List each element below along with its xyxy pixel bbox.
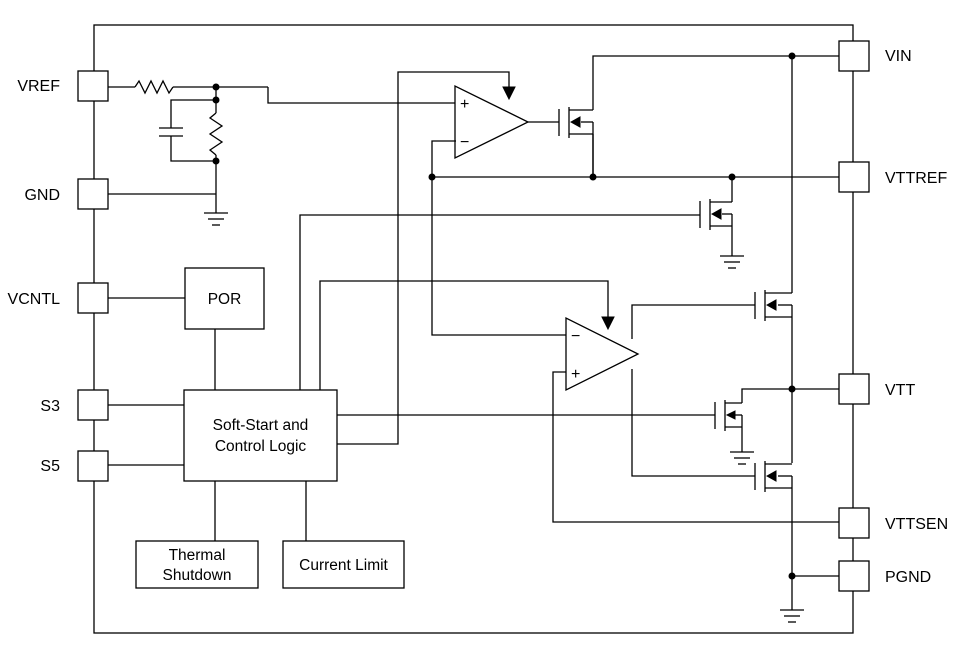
ground-symbol (204, 212, 228, 226)
ic-outline (93, 24, 854, 634)
vtt-high-side-transistor (754, 290, 792, 321)
vtt-discharge-transistor (714, 388, 839, 465)
pin-vtt: VTT (838, 373, 915, 405)
vttref-pass-transistor (558, 107, 593, 138)
thermal-shutdown-label-line2: Shutdown (163, 567, 232, 584)
pin-vttref: VTTREF (838, 161, 947, 193)
pin-gnd-label: GND (24, 187, 60, 204)
por-block (184, 267, 265, 330)
pin-vcntl-label: VCNTL (8, 291, 61, 308)
control-logic-label-line2: Control Logic (215, 438, 307, 455)
reference-divider (108, 79, 268, 226)
resistor-series (134, 79, 174, 95)
vttref-amplifier: + − (454, 84, 530, 160)
amp2-minus-sign: − (571, 328, 580, 345)
ground-symbol (720, 255, 744, 269)
pin-vin-label: VIN (885, 48, 912, 65)
current-limit-block (282, 540, 405, 589)
pin-pgnd-label: PGND (885, 569, 931, 586)
pin-s3: S3 (40, 389, 109, 421)
current-limit-label: Current Limit (299, 557, 388, 574)
thermal-shutdown-label-line1: Thermal (169, 547, 226, 564)
ground-symbol (780, 609, 804, 623)
resistor-shunt (208, 112, 224, 156)
pin-vcntl: VCNTL (8, 282, 109, 314)
por-label: POR (208, 291, 242, 308)
pin-s3-label: S3 (40, 398, 60, 415)
pin-s5: S5 (40, 450, 109, 482)
pin-s5-label: S5 (40, 458, 60, 475)
ground-symbol (730, 451, 754, 465)
vtt-amplifier: − + (565, 316, 640, 392)
amp1-plus-sign: + (460, 96, 469, 113)
pin-vtt-label: VTT (885, 382, 915, 399)
control-logic-label-line1: Soft-Start and (213, 417, 309, 434)
control-logic-block (183, 389, 338, 482)
amp2-plus-sign: + (571, 366, 580, 383)
pin-pgnd: PGND (838, 560, 931, 592)
pin-vttsen-label: VTTSEN (885, 516, 948, 533)
pin-vttref-label: VTTREF (885, 170, 947, 187)
pin-vref: VREF (17, 70, 109, 102)
thermal-shutdown-block (135, 540, 259, 589)
pin-vttsen: VTTSEN (838, 507, 948, 539)
vttref-discharge-transistor (699, 177, 744, 269)
pin-vin: VIN (838, 40, 912, 72)
amp1-minus-sign: − (460, 134, 469, 151)
pin-vref-label: VREF (17, 78, 60, 95)
pin-gnd: GND (24, 178, 109, 210)
vtt-low-side-transistor (754, 461, 792, 492)
